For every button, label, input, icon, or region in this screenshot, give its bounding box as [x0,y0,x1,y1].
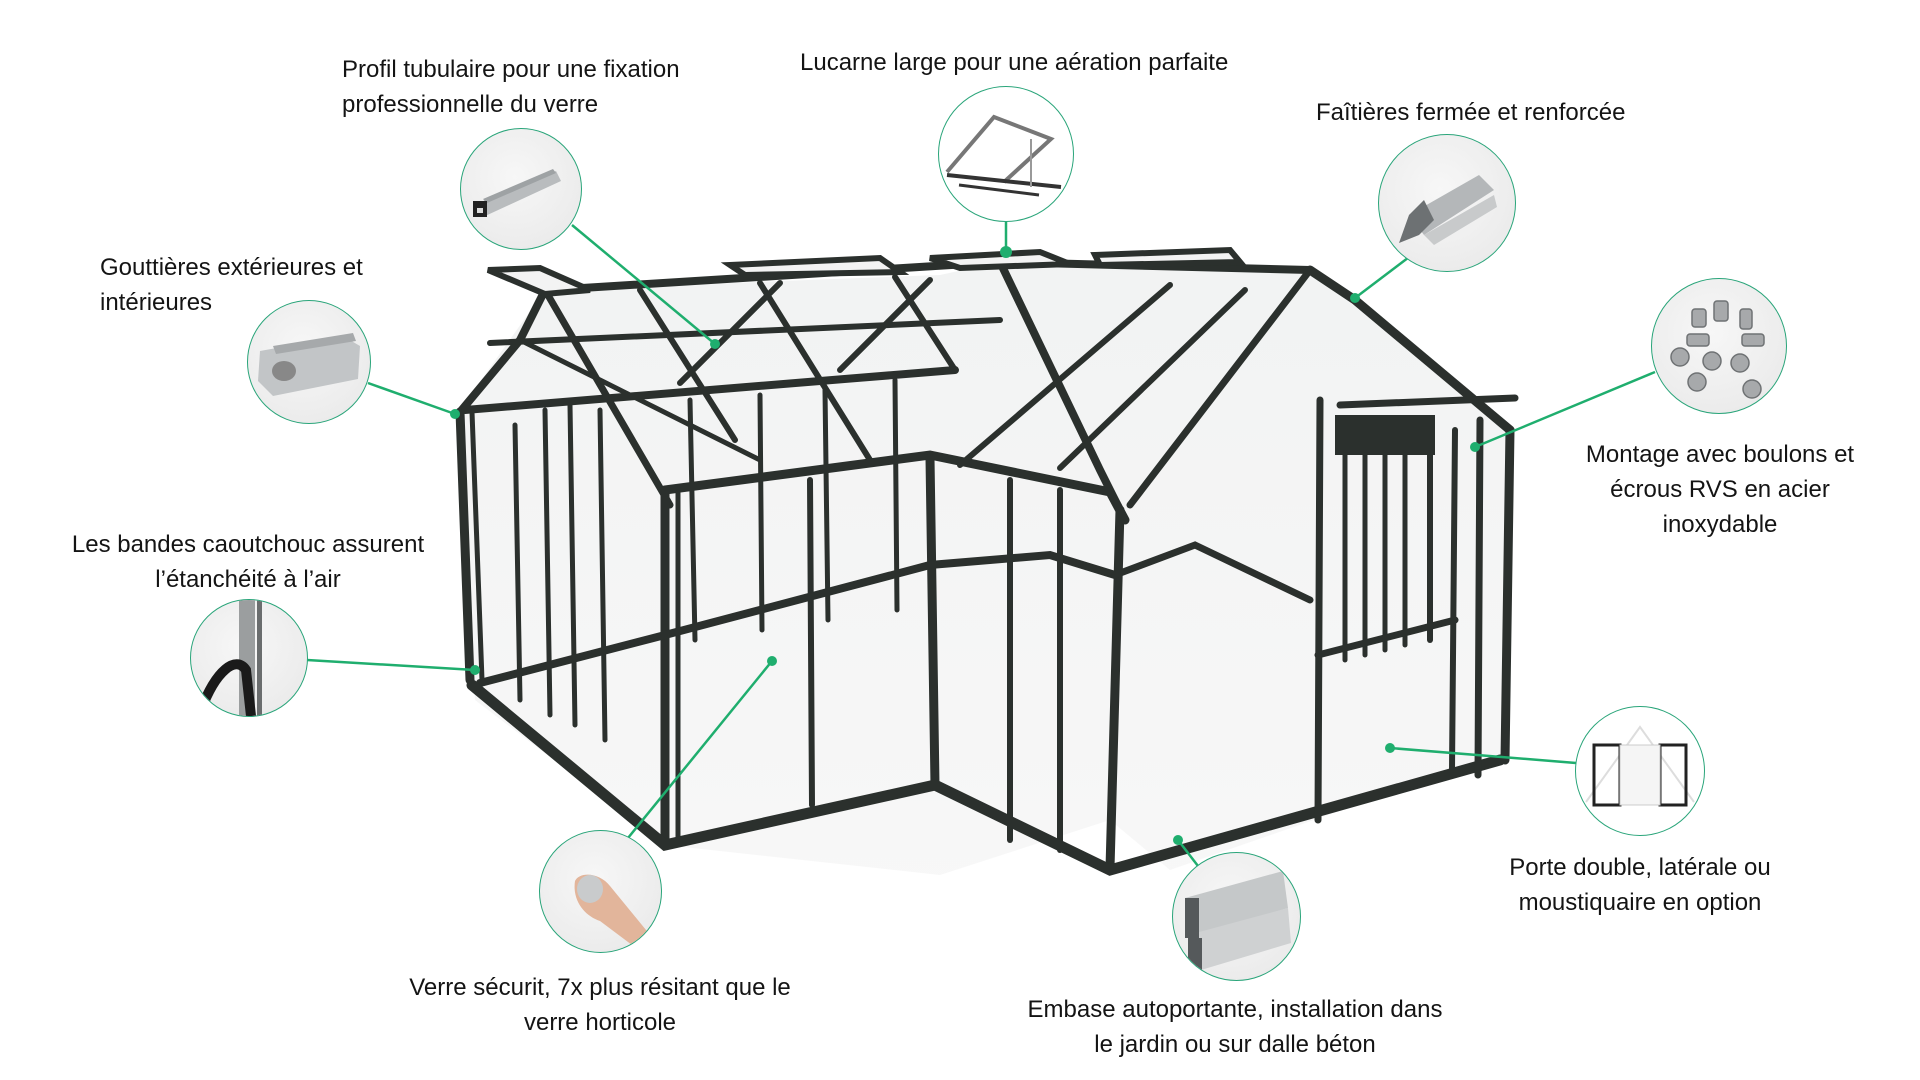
callout-anchor-dots [450,246,1480,845]
feature-label-boulons: Montage avec boulons et écrous RVS en ac… [1560,437,1880,542]
safety-glass-hand-icon [539,830,662,953]
label-line: verre horticole [523,1009,677,1036]
label-line: Profil tubulaire pour une fixation [342,56,680,83]
gutter-icon [247,300,371,424]
label-line: Embase autoportante, installation dans [1027,996,1443,1023]
greenhouse-frame [455,246,1519,876]
label-line: Gouttières extérieures et [100,254,363,281]
label-line: Montage avec boulons et [1585,441,1855,468]
rubber-seal-icon [190,599,308,717]
roof-vent-icon [938,86,1074,222]
feature-label-verre: Verre sécurit, 7x plus résitant que le v… [380,970,820,1040]
tubular-profile-icon [460,128,582,250]
label-line: Faîtières fermée et renforcée [1316,99,1626,126]
double-door-icon [1575,706,1705,836]
label-line: moustiquaire en option [1518,889,1762,916]
label-line: Porte double, latérale ou [1509,854,1771,881]
label-line: l’étanchéité à l’air [155,566,341,593]
feature-label-embase: Embase autoportante, installation dans l… [1000,992,1470,1062]
label-line: intérieures [100,289,213,316]
bolts-nuts-icon [1651,278,1787,414]
feature-label-faitieres: Faîtières fermée et renforcée [1316,95,1625,130]
feature-label-gouttieres: Gouttières extérieures et intérieures [100,250,363,320]
base-profile-icon [1172,852,1301,981]
label-line: Les bandes caoutchouc assurent [71,531,425,558]
label-line: professionnelle du verre [342,91,599,118]
feature-label-profil: Profil tubulaire pour une fixation profe… [342,52,680,122]
label-line: inoxydable [1662,511,1778,538]
feature-label-bandes: Les bandes caoutchouc assurent l’étanché… [60,527,436,597]
callout-lines [306,222,1656,867]
feature-label-lucarne: Lucarne large pour une aération parfaite [800,45,1228,80]
label-line: écrous RVS en acier [1610,476,1830,503]
label-line: Lucarne large pour une aération parfaite [800,49,1229,76]
ridge-profile-icon [1378,134,1516,272]
feature-label-porte: Porte double, latérale ou moustiquaire e… [1470,850,1810,920]
label-line: Verre sécurit, 7x plus résitant que le [409,974,791,1001]
label-line: le jardin ou sur dalle béton [1094,1031,1376,1058]
greenhouse-glass [460,262,1510,875]
